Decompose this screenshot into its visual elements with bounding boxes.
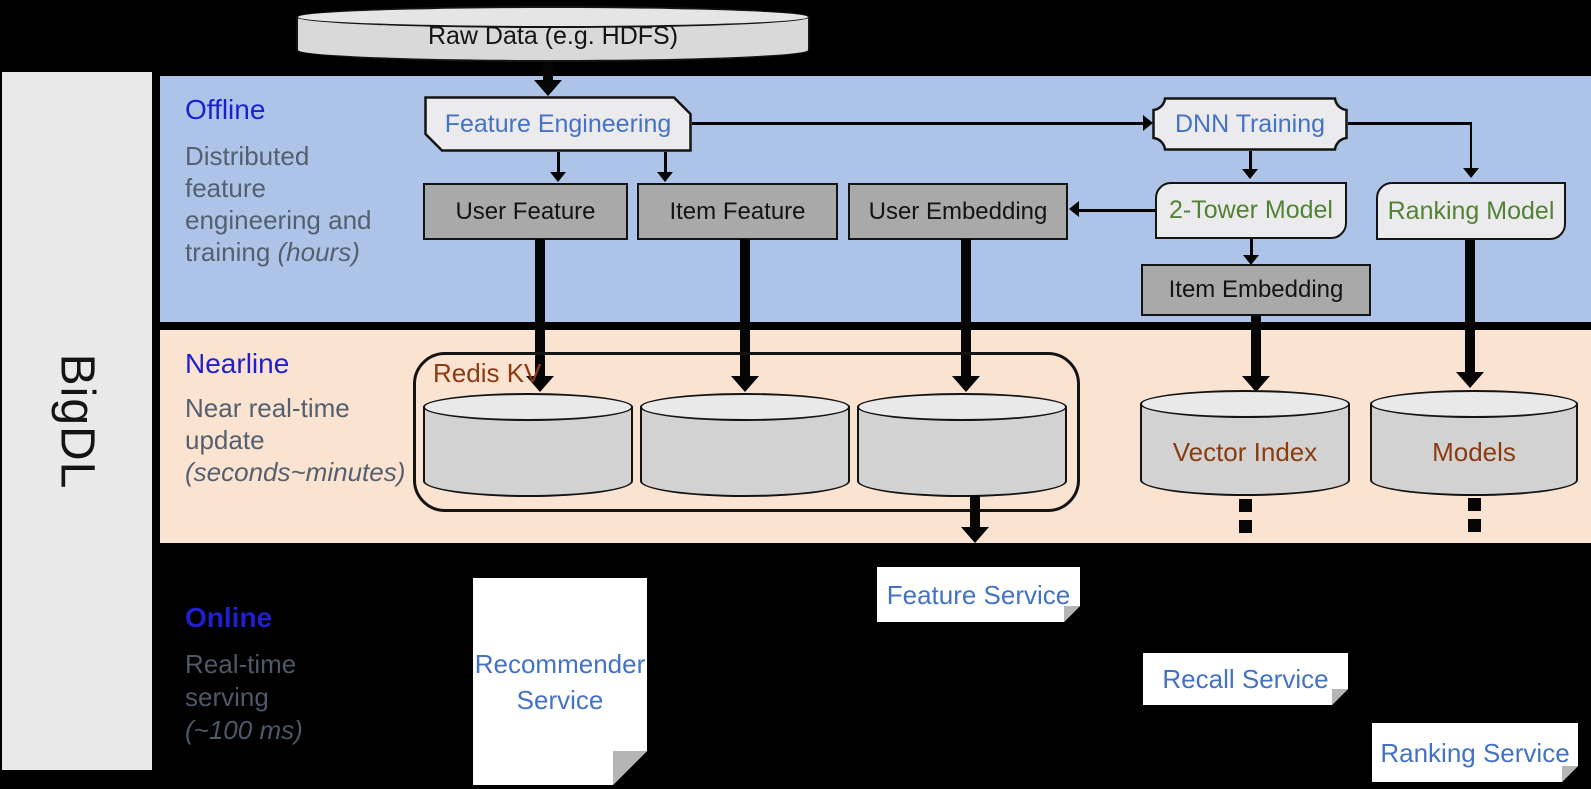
dnn-training-shape <box>1152 97 1348 151</box>
redis-kv-label: Redis KV <box>433 358 542 388</box>
arrowhead-itemfeature-to-redis <box>731 376 759 392</box>
raw-data-store: Raw Data (e.g. HDFS) <box>296 6 810 62</box>
ranking-model-node: Ranking Model <box>1376 182 1566 240</box>
nearline-lane-subtitle: Near real-time update (seconds~minutes) <box>185 392 405 488</box>
arrowhead-fe-to-userfeature <box>550 172 566 182</box>
two-tower-model-label: 2-Tower Model <box>1169 196 1333 224</box>
nearline-subtitle-line1: Near real-time <box>185 393 350 423</box>
online-lane-subtitle: Real-time serving (~100 ms) <box>185 648 303 747</box>
arrowhead-rankingmodel-to-models <box>1456 372 1484 388</box>
models-label: Models <box>1432 436 1516 467</box>
redis-cylinder-2-body <box>640 406 850 497</box>
redis-cylinder-2-top <box>640 393 850 421</box>
offline-subtitle-line1: Distributed <box>185 141 310 171</box>
arrow-twotower-to-userembedding <box>1078 209 1155 212</box>
ranking-service-node: Ranking Service <box>1372 723 1578 782</box>
feature-service-label: Feature Service <box>886 579 1071 610</box>
item-embedding-node: Item Embedding <box>1141 264 1371 316</box>
item-feature-label: Item Feature <box>669 197 806 225</box>
item-feature-node: Item Feature <box>637 183 838 240</box>
arrowhead-twotower-to-itemembedding <box>1243 255 1259 265</box>
online-subtitle-line2: serving <box>185 682 269 712</box>
arrowhead-redis-to-featureservice <box>961 527 989 543</box>
raw-data-label: Raw Data (e.g. HDFS) <box>427 22 679 50</box>
dnn-training-label: DNN Training <box>1174 109 1326 138</box>
offline-subtitle-line4: training (hours) <box>185 237 360 267</box>
online-subtitle-line3: (~100 ms) <box>185 715 303 745</box>
vector-index-cylinder-top <box>1140 390 1350 418</box>
recommender-service-label: Recommender Service <box>474 648 646 715</box>
raw-data-cylinder-top <box>296 6 810 28</box>
user-embedding-node: User Embedding <box>848 183 1068 240</box>
dash-models-1 <box>1468 498 1481 511</box>
user-feature-label: User Feature <box>455 197 596 225</box>
user-feature-node: User Feature <box>423 183 628 240</box>
models-cylinder-body <box>1370 403 1578 496</box>
online-subtitle-line1: Real-time <box>185 649 297 679</box>
redis-kv-container <box>413 352 1080 512</box>
online-lane-title: Online <box>185 602 273 633</box>
redis-cylinder-3-top <box>857 393 1067 421</box>
offline-subtitle-line2: feature <box>185 173 266 203</box>
redis-cylinder-1-body <box>423 406 633 497</box>
arrowhead-twotower-to-userembedding <box>1069 201 1079 217</box>
vector-index-label: Vector Index <box>1172 436 1318 467</box>
arrow-userfeature-to-redis <box>535 239 545 377</box>
vector-index-cylinder-body <box>1140 403 1350 496</box>
arrowhead-fe-to-itemfeature <box>657 172 673 182</box>
arrow-redis-to-featureservice <box>970 495 980 528</box>
arrow-dnn-to-ranking-vertical <box>1469 122 1472 170</box>
nearline-lane-title: Nearline <box>185 348 290 379</box>
user-embedding-label: User Embedding <box>868 197 1048 225</box>
offline-subtitle-line3: engineering and <box>185 205 372 235</box>
feature-engineering-shape <box>424 96 692 152</box>
redis-cylinder-1-top <box>423 393 633 421</box>
nearline-subtitle-line3: (seconds~minutes) <box>185 457 406 487</box>
bigdl-brand-label: BigDL <box>50 353 104 489</box>
item-embedding-label: Item Embedding <box>1168 276 1344 303</box>
recommender-service-node: Recommender Service <box>473 578 647 785</box>
arrow-rawdata-to-fe <box>543 62 553 82</box>
ranking-model-label: Ranking Model <box>1387 196 1555 225</box>
models-cylinder-top <box>1370 390 1578 418</box>
arrow-fe-to-itemfeature <box>664 152 667 174</box>
arrow-fe-to-userfeature <box>557 152 560 174</box>
offline-lane-title: Offline <box>185 94 266 125</box>
dash-models-2 <box>1468 519 1481 532</box>
arrowhead-itemembedding-to-vectorindex <box>1242 376 1270 392</box>
feature-service-node: Feature Service <box>877 567 1080 622</box>
arrowhead-dnn-to-ranking <box>1463 168 1479 178</box>
models-store: Models <box>1370 390 1578 496</box>
redis-cylinder-1 <box>423 393 633 497</box>
feature-engineering-label: Feature Engineering <box>444 109 672 138</box>
dnn-training-node: DNN Training <box>1152 97 1348 151</box>
arrow-fe-to-dnn <box>692 122 1144 125</box>
arrow-itemembedding-to-vectorindex <box>1251 316 1261 378</box>
nearline-subtitle-line2: update <box>185 425 265 455</box>
arrow-rankingmodel-to-models <box>1465 240 1475 374</box>
arrowhead-rawdata-to-fe <box>534 80 562 96</box>
arrowhead-fe-to-dnn <box>1143 115 1153 131</box>
bigdl-brand-bar: BigDL <box>2 72 152 770</box>
arrow-twotower-to-itemembedding <box>1250 239 1253 257</box>
redis-cylinder-2 <box>640 393 850 497</box>
arrowhead-dnn-to-twotower <box>1242 169 1258 179</box>
arrow-dnn-to-twotower <box>1249 151 1252 171</box>
dash-vectorindex-1 <box>1239 499 1252 512</box>
arrowhead-userfeature-to-redis <box>526 376 554 392</box>
offline-lane-subtitle: Distributed feature engineering and trai… <box>185 140 372 268</box>
arrow-userembedding-to-redis <box>961 239 971 377</box>
feature-engineering-node: Feature Engineering <box>424 96 692 152</box>
redis-cylinder-3-body <box>857 406 1067 497</box>
two-tower-model-node: 2-Tower Model <box>1155 182 1347 239</box>
ranking-service-label: Ranking Service <box>1380 737 1570 768</box>
arrowhead-userembedding-to-redis <box>952 376 980 392</box>
arrow-itemfeature-to-redis <box>740 239 750 377</box>
recall-service-label: Recall Service <box>1162 664 1329 694</box>
arrow-dnn-to-ranking-horizontal <box>1348 122 1472 125</box>
recall-service-node: Recall Service <box>1143 653 1348 705</box>
vector-index-store: Vector Index <box>1140 390 1350 496</box>
redis-cylinder-3 <box>857 393 1067 497</box>
dash-vectorindex-2 <box>1239 520 1252 533</box>
